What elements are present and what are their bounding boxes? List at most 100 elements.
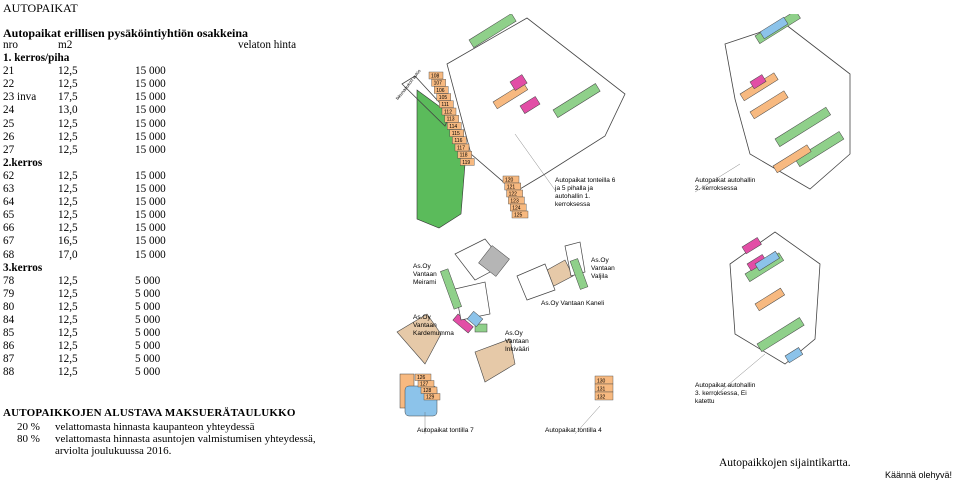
- cell-nro: 79: [3, 287, 15, 300]
- parking-row-pink: [509, 74, 528, 91]
- parking-spot: [447, 122, 462, 130]
- map-caption: Autopaikkojen sijaintikartta.: [719, 457, 851, 469]
- parking-spot-number: 122: [509, 191, 518, 197]
- cell-price: 15 000: [135, 196, 166, 209]
- leader-line: [714, 353, 766, 397]
- cell-price: 5 000: [135, 340, 161, 353]
- parking-spot-number: 131: [597, 386, 606, 392]
- schedule-row: 80 % velattomasta hinnasta asuntojen valm…: [3, 433, 343, 445]
- cell-nro: 63: [3, 183, 15, 196]
- parking-spot-number: 113: [447, 117, 455, 123]
- table-section-label: 3.kerros: [3, 261, 43, 274]
- cell-m2: 16,5: [58, 235, 78, 248]
- cell-m2: 12,5: [58, 196, 78, 209]
- cell-m2: 12,5: [58, 78, 78, 91]
- cell-nro: 25: [3, 117, 15, 130]
- parking-spot: [459, 158, 475, 166]
- cell-m2: 12,5: [58, 274, 78, 287]
- cell-price: 5 000: [135, 366, 161, 379]
- parking-spot-number: 106: [436, 88, 445, 94]
- parking-spot-number: 114: [449, 124, 457, 130]
- parking-row-pink: [749, 74, 767, 90]
- cell-nro: 86: [3, 340, 15, 353]
- cell-nro: 24: [3, 104, 15, 117]
- parking-spot-number: 105: [439, 95, 448, 101]
- cell-m2: 12,5: [58, 327, 78, 340]
- cell-m2: 12,5: [58, 169, 78, 182]
- parking-row-orange: [772, 144, 812, 174]
- parking-spot-number: 118: [460, 153, 468, 159]
- cell-nro: 68: [3, 248, 15, 261]
- parking-spot: [511, 210, 529, 219]
- schedule-percent: 20 %: [17, 421, 40, 433]
- hall-floor3-outline: [729, 231, 821, 365]
- building-kaneli: [516, 263, 556, 301]
- cell-price: 15 000: [135, 117, 166, 130]
- parking-row-blue: [754, 250, 780, 272]
- cell-price: 15 000: [135, 78, 166, 91]
- page-subtitle: Autopaikat erillisen pysäköintiyhtiön os…: [3, 26, 249, 40]
- parking-row-pink: [519, 96, 541, 114]
- parking-spot-number: 132: [597, 394, 606, 400]
- cell-price: 5 000: [135, 287, 161, 300]
- sand-area: [474, 338, 516, 383]
- cell-m2: 12,5: [58, 313, 78, 326]
- cell-nro: 26: [3, 130, 15, 143]
- cell-m2: 12,5: [58, 209, 78, 222]
- parking-row-green: [474, 323, 488, 333]
- parking-spot: [449, 129, 464, 137]
- parking-spot-number: 112: [444, 109, 452, 115]
- parking-row-blue: [466, 310, 484, 328]
- cell-price: 15 000: [135, 143, 166, 156]
- page-title: AUTOPAIKAT: [3, 1, 78, 15]
- leader-line: [514, 133, 556, 191]
- cell-nro: 87: [3, 353, 15, 366]
- parking-row-orange: [754, 287, 786, 312]
- cell-nro: 78: [3, 274, 15, 287]
- schedule-percent: 80 %: [17, 433, 40, 445]
- parking-row-blue: [759, 16, 789, 40]
- parking-row-pink: [452, 313, 474, 334]
- turn-page-note: Käännä olehyvä!: [885, 470, 953, 480]
- cell-price: 5 000: [135, 313, 161, 326]
- cell-price: 15 000: [135, 65, 166, 78]
- cell-nro: 22: [3, 78, 15, 91]
- cell-m2: 12,5: [58, 143, 78, 156]
- schedule-text: velattomasta hinnasta kaupanteon yhteyde…: [55, 421, 255, 433]
- parking-spot-number: 108: [431, 73, 440, 79]
- schedule-text: velattomasta hinnasta asuntojen valmistu…: [55, 433, 316, 445]
- cell-nro: 62: [3, 169, 15, 182]
- parking-row-green: [794, 131, 845, 167]
- cell-price: 5 000: [135, 300, 161, 313]
- label-plot7: Autopaikat tontilla 7: [417, 427, 474, 434]
- leader-line: [694, 163, 741, 193]
- cell-m2: 12,5: [58, 183, 78, 196]
- cell-nro: 85: [3, 327, 15, 340]
- cell-price: 15 000: [135, 91, 166, 104]
- parking-spot: [444, 114, 459, 123]
- parking-row-blue: [784, 347, 804, 364]
- table-section-label: 2.kerros: [3, 156, 43, 169]
- schedule-row: 20 % velattomasta hinnasta kaupanteon yht…: [3, 421, 343, 433]
- cell-nro: 27: [3, 143, 15, 156]
- cell-price: 15 000: [135, 183, 166, 196]
- parking-spot-number: 124: [512, 205, 521, 211]
- schedule-row: arviolta joulukuussa 2016.: [3, 445, 343, 457]
- cell-m2: 12,5: [58, 340, 78, 353]
- parking-row-green: [756, 317, 805, 352]
- cell-price: 15 000: [135, 235, 166, 248]
